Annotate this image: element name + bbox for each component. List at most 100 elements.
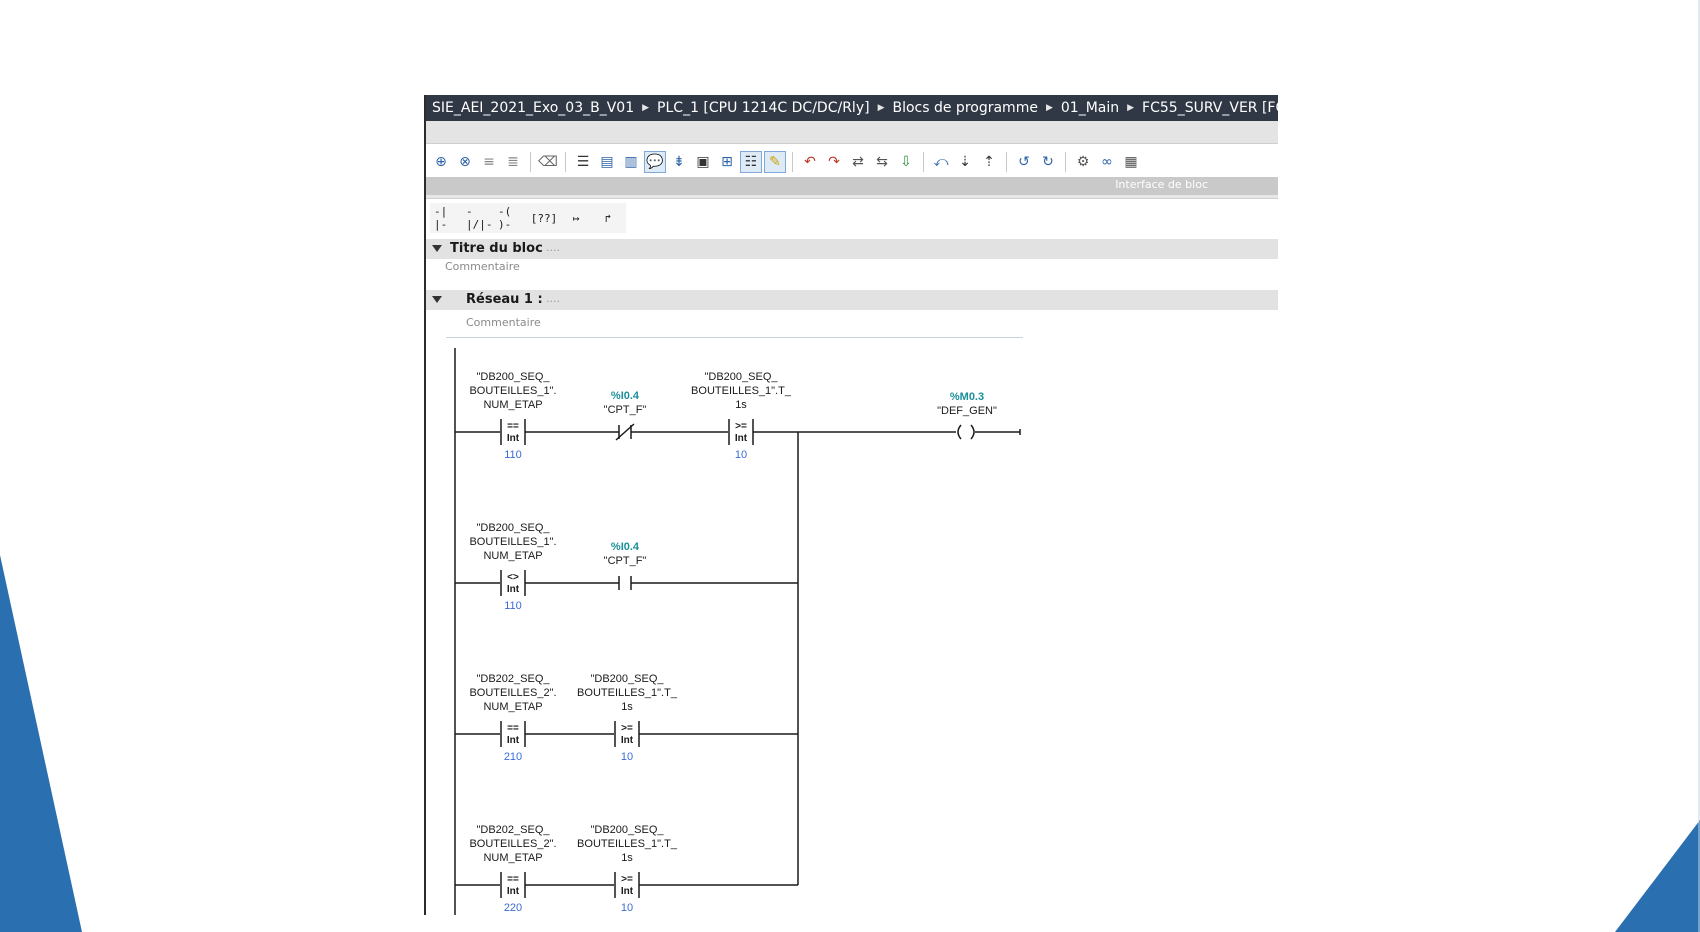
monitor-icon[interactable]: ⚙	[1076, 154, 1090, 170]
watch-icon[interactable]: ∞	[1101, 154, 1113, 170]
step-into-icon[interactable]: ↻	[1042, 154, 1054, 170]
toolbar-separator	[530, 152, 531, 172]
delete-network-icon[interactable]: ⊗	[459, 154, 471, 170]
operand-label: BOUTEILLES_2".	[469, 687, 556, 699]
empty-box-icon[interactable]: [??]	[530, 211, 558, 225]
toolbar-separator	[565, 152, 566, 172]
compare-operator: ==	[507, 723, 519, 734]
toolbar-separator	[1006, 152, 1007, 172]
absolute-operands-icon[interactable]: ☰	[576, 154, 590, 170]
breadcrumb-arrow-icon: ▶	[1045, 103, 1053, 113]
favorites-icon[interactable]: ▤	[600, 154, 614, 170]
compare-operator: ==	[507, 874, 519, 885]
jump-in-icon[interactable]: ⇣	[959, 154, 971, 170]
breadcrumb-arrow-icon: ▶	[1127, 103, 1135, 113]
block-display-icon[interactable]: ▣	[696, 154, 710, 170]
monitor-b-icon[interactable]: ⇆	[876, 154, 888, 170]
compare-value[interactable]: 10	[621, 751, 633, 763]
add-row-icon[interactable]: ≣	[507, 154, 519, 170]
rung-4: == Int "DB202_SEQ_ BOUTEILLES_2". NUM_ET…	[455, 824, 798, 914]
operand-display-icon[interactable]: ☷	[740, 151, 762, 173]
splitter[interactable]	[426, 195, 1278, 199]
compare-operator: >=	[621, 874, 633, 885]
compare-value[interactable]: 110	[504, 600, 522, 612]
breadcrumb-block[interactable]: FC55_SURV_VER [FC55]	[1142, 100, 1278, 116]
compare-operator: >=	[735, 421, 747, 432]
compare-box[interactable]: == Int	[500, 872, 526, 898]
memory-icon[interactable]: ▦	[1124, 154, 1138, 170]
compare-box[interactable]: >= Int	[614, 872, 640, 898]
block-interface-label: Interface de bloc	[1115, 178, 1208, 191]
step-over-icon[interactable]: ↺	[1018, 154, 1030, 170]
compare-value[interactable]: 10	[621, 902, 633, 914]
compare-box[interactable]: >= Int	[728, 419, 754, 445]
compare-type: Int	[621, 735, 634, 746]
block-title-header[interactable]: Titre du bloc ....	[426, 239, 1278, 259]
network-title: Réseau 1 :	[466, 292, 543, 307]
network-header[interactable]: Réseau 1 : ....	[426, 290, 1278, 310]
compare-operator: >=	[621, 723, 633, 734]
breadcrumb-main[interactable]: 01_Main	[1060, 100, 1120, 116]
coil-icon[interactable]: -( )-	[498, 205, 512, 231]
block-interface-bar[interactable]: Interface de bloc	[426, 177, 1278, 195]
compare-type: Int	[507, 584, 520, 595]
jump-out-icon[interactable]: ⇡	[983, 154, 995, 170]
clear-errors-icon[interactable]: ↷	[828, 154, 840, 170]
note-icon[interactable]: ✎	[764, 151, 786, 173]
clear-icon[interactable]: ⌫	[538, 154, 558, 170]
fault-icon[interactable]: ↶	[804, 154, 816, 170]
compare-value[interactable]: 220	[504, 902, 522, 914]
operand-label: NUM_ETAP	[483, 550, 542, 562]
open-branch-icon[interactable]: ↦	[572, 211, 580, 225]
breadcrumb-blocks[interactable]: Blocs de programme	[892, 100, 1038, 116]
contact-name: "CPT_F"	[604, 404, 647, 416]
contact-name: "CPT_F"	[604, 555, 647, 567]
compare-box[interactable]: == Int	[500, 721, 526, 747]
insert-row-icon[interactable]: ≡	[483, 154, 495, 170]
networks-icon[interactable]: ▥	[624, 154, 638, 170]
output-coil[interactable]	[957, 424, 975, 440]
comments-icon[interactable]: 💬	[644, 151, 666, 173]
breadcrumb-project[interactable]: SIE_AEI_2021_Exo_03_B_V01	[432, 100, 635, 116]
editor-toolbar: ⊕ ⊗ ≡ ≣ ⌫ ☰ ▤ ▥ 💬 ⇟ ▣ ⊞ ☷ ✎ ↶ ↷ ⇄ ⇆ ⇩ ⤺ …	[426, 147, 1278, 177]
no-contact-icon[interactable]: -| |-	[434, 205, 448, 231]
breadcrumb: SIE_AEI_2021_Exo_03_B_V01 ▶ PLC_1 [CPU 1…	[426, 95, 1278, 121]
compare-value[interactable]: 10	[735, 449, 747, 461]
close-branch-icon[interactable]: ↱	[604, 211, 612, 225]
block-comment[interactable]: Commentaire	[445, 260, 520, 273]
breadcrumb-plc[interactable]: PLC_1 [CPU 1214C DC/DC/Rly]	[657, 100, 870, 116]
compare-box[interactable]: <> Int	[500, 570, 526, 596]
operand-label: NUM_ETAP	[483, 852, 542, 864]
block-title-dots: ....	[546, 241, 560, 254]
view-options-icon[interactable]: ⇟	[673, 154, 685, 170]
compare-type: Int	[507, 735, 520, 746]
insert-network-icon[interactable]: ⊕	[435, 154, 447, 170]
compare-box[interactable]: == Int	[500, 419, 526, 445]
network-expand-icon[interactable]: ⊞	[721, 154, 733, 170]
coil-address: %M0.3	[950, 391, 984, 403]
operand-label: BOUTEILLES_1".T_	[577, 838, 678, 850]
compare-type: Int	[507, 886, 520, 897]
compare-operator: ==	[507, 421, 519, 432]
network-comment[interactable]: Commentaire	[466, 316, 541, 329]
operand-label: "DB202_SEQ_	[476, 673, 550, 685]
operand-label: 1s	[621, 701, 633, 713]
download-icon[interactable]: ⇩	[900, 154, 912, 170]
compare-type: Int	[621, 886, 634, 897]
compare-box[interactable]: >= Int	[614, 721, 640, 747]
no-contact[interactable]	[618, 576, 632, 590]
compare-value[interactable]: 110	[504, 449, 522, 461]
jump-prev-icon[interactable]: ⤺	[933, 154, 949, 170]
operand-label: "DB200_SEQ_	[476, 371, 550, 383]
collapse-triangle-icon[interactable]	[432, 245, 442, 252]
compare-value[interactable]: 210	[504, 751, 522, 763]
nc-contact-icon[interactable]: -|/|-	[466, 205, 493, 231]
collapse-triangle-icon[interactable]	[432, 296, 442, 303]
operand-label: BOUTEILLES_1".T_	[691, 385, 792, 397]
toolbar-separator	[1065, 152, 1066, 172]
toolbar-separator	[792, 152, 793, 172]
ladder-toolbar: -| |- -|/|- -( )- [??] ↦ ↱	[430, 203, 626, 233]
monitor-a-icon[interactable]: ⇄	[852, 154, 864, 170]
operand-label: BOUTEILLES_1".	[469, 385, 556, 397]
